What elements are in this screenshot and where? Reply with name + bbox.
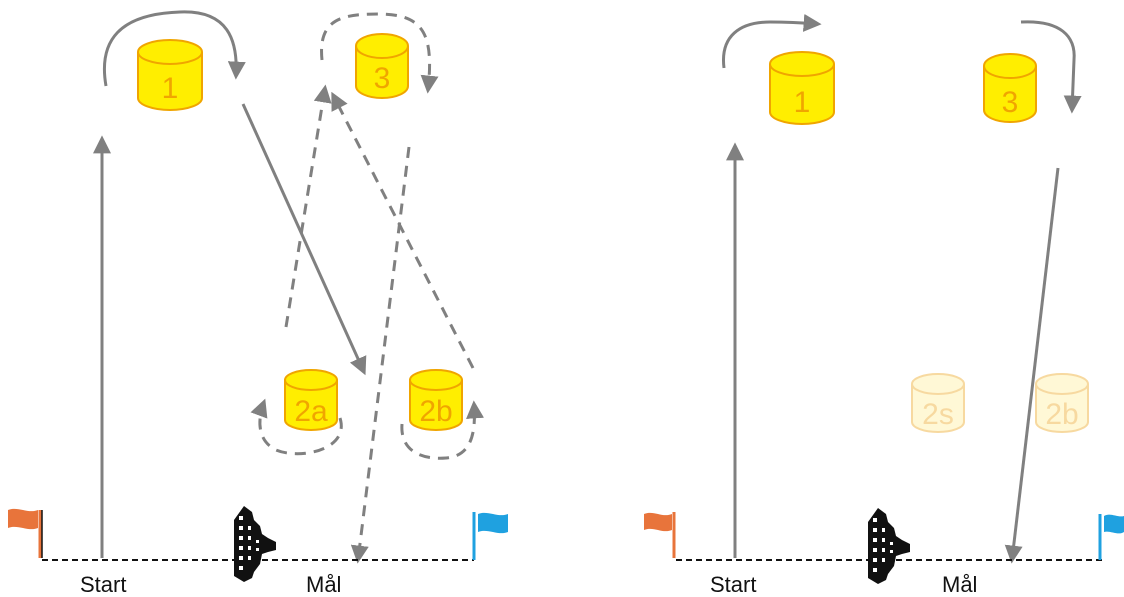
buoy-icon	[137, 39, 203, 111]
leg-2b-to-3-arrow	[331, 91, 475, 369]
mark-label: 3	[1002, 86, 1019, 119]
leg-1-to-2a-arrow	[241, 103, 367, 376]
start-flag-icon	[8, 508, 43, 558]
buoy-2a: 2a	[284, 369, 338, 431]
diagram-left: 1 3 2a 2b Start Mål	[8, 10, 508, 597]
rounding-2b-arrow	[400, 400, 485, 460]
mark-label: 3	[374, 62, 391, 95]
buoy-3: 3	[983, 53, 1037, 123]
buoy-1: 1	[137, 39, 203, 111]
finish-label: Mål	[306, 572, 341, 597]
committee-boat-icon	[234, 506, 276, 582]
finish-flag-icon	[1098, 514, 1124, 560]
buoy-2b-faded: 2b	[1035, 373, 1089, 433]
start-label: Start	[80, 572, 126, 597]
finish-label: Mål	[942, 572, 977, 597]
rounding-3-arrow	[1020, 20, 1082, 114]
buoy-icon	[284, 369, 338, 431]
committee-boat-icon	[868, 508, 910, 584]
mark-label: 2b	[1045, 398, 1078, 431]
buoy-icon	[1035, 373, 1089, 433]
rounding-3-arrow	[320, 12, 439, 94]
mark-label: 1	[794, 86, 811, 119]
buoy-icon	[409, 369, 463, 431]
buoy-icon	[911, 373, 965, 433]
mark-label: 1	[162, 72, 179, 105]
finish-flag-icon	[472, 512, 508, 560]
buoy-icon	[983, 53, 1037, 123]
diagram-right: 1 3 2s 2b Start Mål	[644, 13, 1124, 597]
buoy-2s-faded: 2s	[911, 373, 965, 433]
rounding-2a-arrow	[250, 398, 343, 456]
start-flag-icon	[644, 512, 676, 558]
buoy-3: 3	[355, 33, 409, 99]
rounding-1-arrow	[722, 13, 822, 69]
leg-3-to-finish-arrow	[1004, 167, 1060, 564]
rounding-1-arrow	[103, 10, 246, 87]
mark-label: 2a	[294, 395, 328, 428]
buoy-2b: 2b	[409, 369, 463, 431]
course-lines-left	[93, 10, 485, 564]
buoy-icon	[355, 33, 409, 99]
buoy-1: 1	[769, 51, 835, 125]
leg-3-to-finish-arrow	[350, 146, 411, 564]
leg-2a-to-3-arrow	[284, 84, 332, 328]
mark-label: 2s	[922, 398, 954, 431]
buoy-icon	[769, 51, 835, 125]
mark-label: 2b	[419, 395, 452, 428]
course-lines-right	[722, 13, 1082, 564]
start-label: Start	[710, 572, 756, 597]
